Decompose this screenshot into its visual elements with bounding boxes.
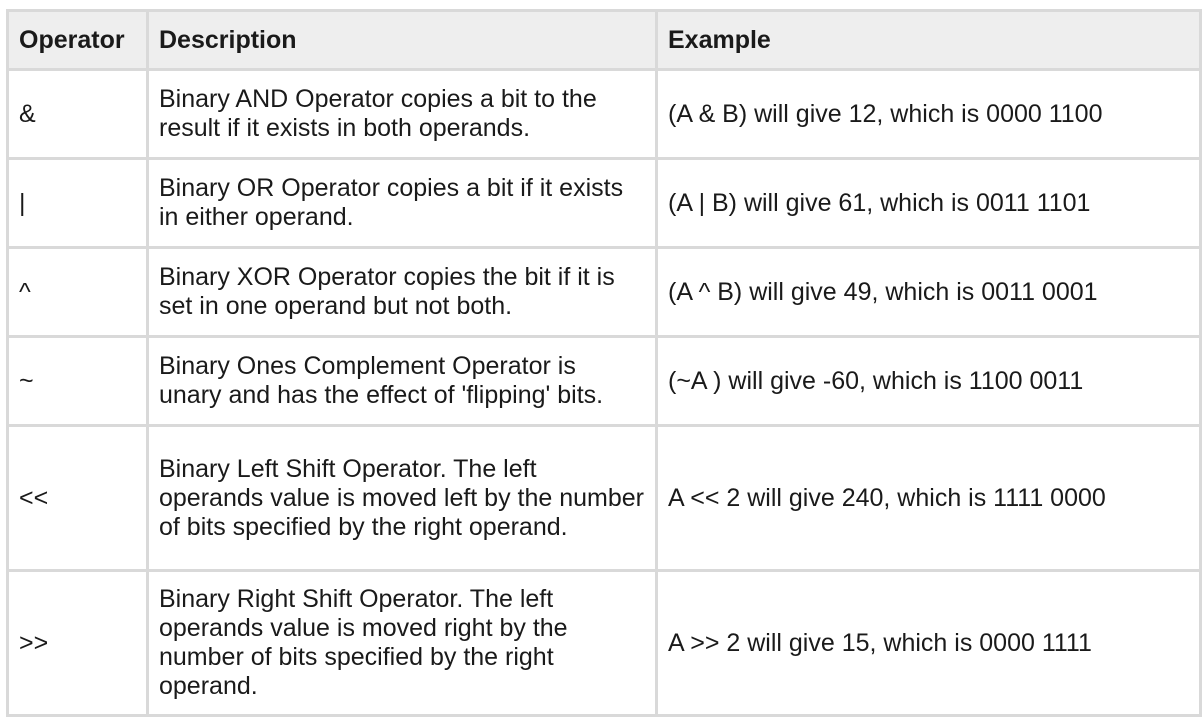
example-cell: A >> 2 will give 15, which is 0000 1111	[655, 569, 1202, 717]
description-cell: Binary AND Operator copies a bit to the …	[146, 68, 658, 160]
example-cell: (A ^ B) will give 49, which is 0011 0001	[655, 246, 1202, 338]
description-cell: Binary OR Operator copies a bit if it ex…	[146, 157, 658, 249]
description-cell: Binary Left Shift Operator. The left ope…	[146, 424, 658, 572]
table-row-right-shift: >> Binary Right Shift Operator. The left…	[6, 569, 1202, 717]
example-cell: A << 2 will give 240, which is 1111 0000	[655, 424, 1202, 572]
header-description: Description	[146, 9, 658, 71]
operator-cell: |	[6, 157, 149, 249]
table-row-ones-complement: ~ Binary Ones Complement Operator is una…	[6, 335, 1202, 427]
description-cell: Binary Right Shift Operator. The left op…	[146, 569, 658, 717]
example-cell: (A | B) will give 61, which is 0011 1101	[655, 157, 1202, 249]
table-row-xor: ^ Binary XOR Operator copies the bit if …	[6, 246, 1202, 338]
operator-cell: >>	[6, 569, 149, 717]
operator-cell: <<	[6, 424, 149, 572]
operators-table-container: Operator Description Example & Binary AN…	[6, 9, 1202, 717]
table-header-row: Operator Description Example	[6, 9, 1202, 71]
operator-cell: ^	[6, 246, 149, 338]
operator-cell: &	[6, 68, 149, 160]
header-operator: Operator	[6, 9, 149, 71]
description-cell: Binary Ones Complement Operator is unary…	[146, 335, 658, 427]
bitwise-operators-table: Operator Description Example & Binary AN…	[6, 9, 1202, 717]
table-row-and: & Binary AND Operator copies a bit to th…	[6, 68, 1202, 160]
example-cell: (A & B) will give 12, which is 0000 1100	[655, 68, 1202, 160]
description-cell: Binary XOR Operator copies the bit if it…	[146, 246, 658, 338]
table-row-left-shift: << Binary Left Shift Operator. The left …	[6, 424, 1202, 572]
table-row-or: | Binary OR Operator copies a bit if it …	[6, 157, 1202, 249]
example-cell: (~A ) will give -60, which is 1100 0011	[655, 335, 1202, 427]
operator-cell: ~	[6, 335, 149, 427]
header-example: Example	[655, 9, 1202, 71]
